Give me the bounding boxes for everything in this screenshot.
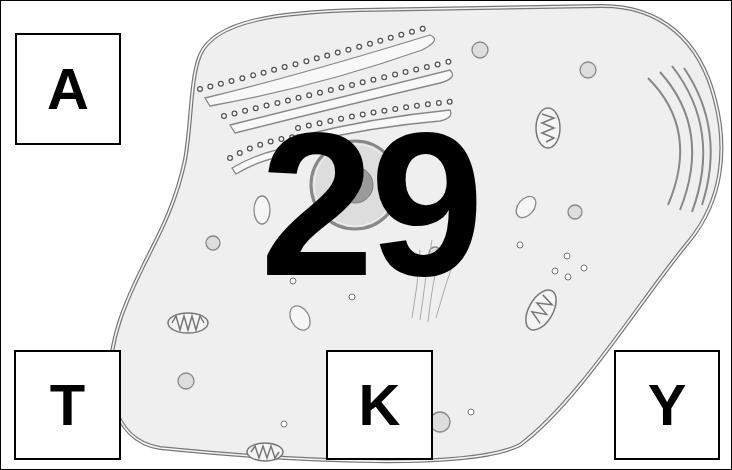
- vesicle: [178, 373, 194, 389]
- vesicle: [568, 205, 582, 219]
- box-letter: K: [359, 376, 401, 434]
- mitochondrion: [251, 446, 279, 458]
- golgi-apparatus: [672, 66, 703, 212]
- box-letter: Y: [648, 376, 687, 434]
- golgi-apparatus: [684, 68, 711, 205]
- mitochondrion: [529, 294, 554, 324]
- mitochondrion: [168, 313, 208, 333]
- letter-box: T: [14, 350, 121, 460]
- small-granule: [468, 409, 474, 415]
- mitochondrion: [247, 443, 283, 461]
- golgi-apparatus: [660, 72, 692, 210]
- golgi-apparatus: [648, 78, 680, 205]
- box-letter: T: [50, 376, 85, 434]
- letter-box: K: [326, 350, 433, 460]
- callout-number: 29: [260, 101, 480, 306]
- letter-box: A: [15, 33, 121, 145]
- ribosome-dots: [200, 26, 432, 89]
- small-granule: [281, 421, 287, 427]
- cell-membrane: [110, 6, 721, 461]
- small-granule: [552, 268, 558, 274]
- vesicle: [472, 42, 488, 58]
- small-granule: [517, 242, 523, 248]
- box-letter: A: [47, 60, 89, 118]
- small-granule: [564, 253, 570, 259]
- cell-membrane: [110, 6, 721, 461]
- vesicle: [580, 62, 596, 78]
- golgi-apparatus: [648, 66, 711, 212]
- mitochondrion: [542, 114, 554, 142]
- mitochondrion: [172, 316, 204, 330]
- letter-box: Y: [614, 350, 720, 460]
- vesicle: [286, 302, 315, 334]
- cell-membrane: [110, 6, 721, 461]
- small-granule: [581, 265, 587, 271]
- vesicle: [430, 412, 450, 432]
- mitochondrion: [520, 285, 563, 335]
- mitochondrion: [536, 108, 560, 148]
- ribosome-dots: [200, 26, 432, 89]
- vesicle: [206, 236, 220, 250]
- vesicle: [512, 193, 540, 222]
- small-granule: [565, 274, 571, 280]
